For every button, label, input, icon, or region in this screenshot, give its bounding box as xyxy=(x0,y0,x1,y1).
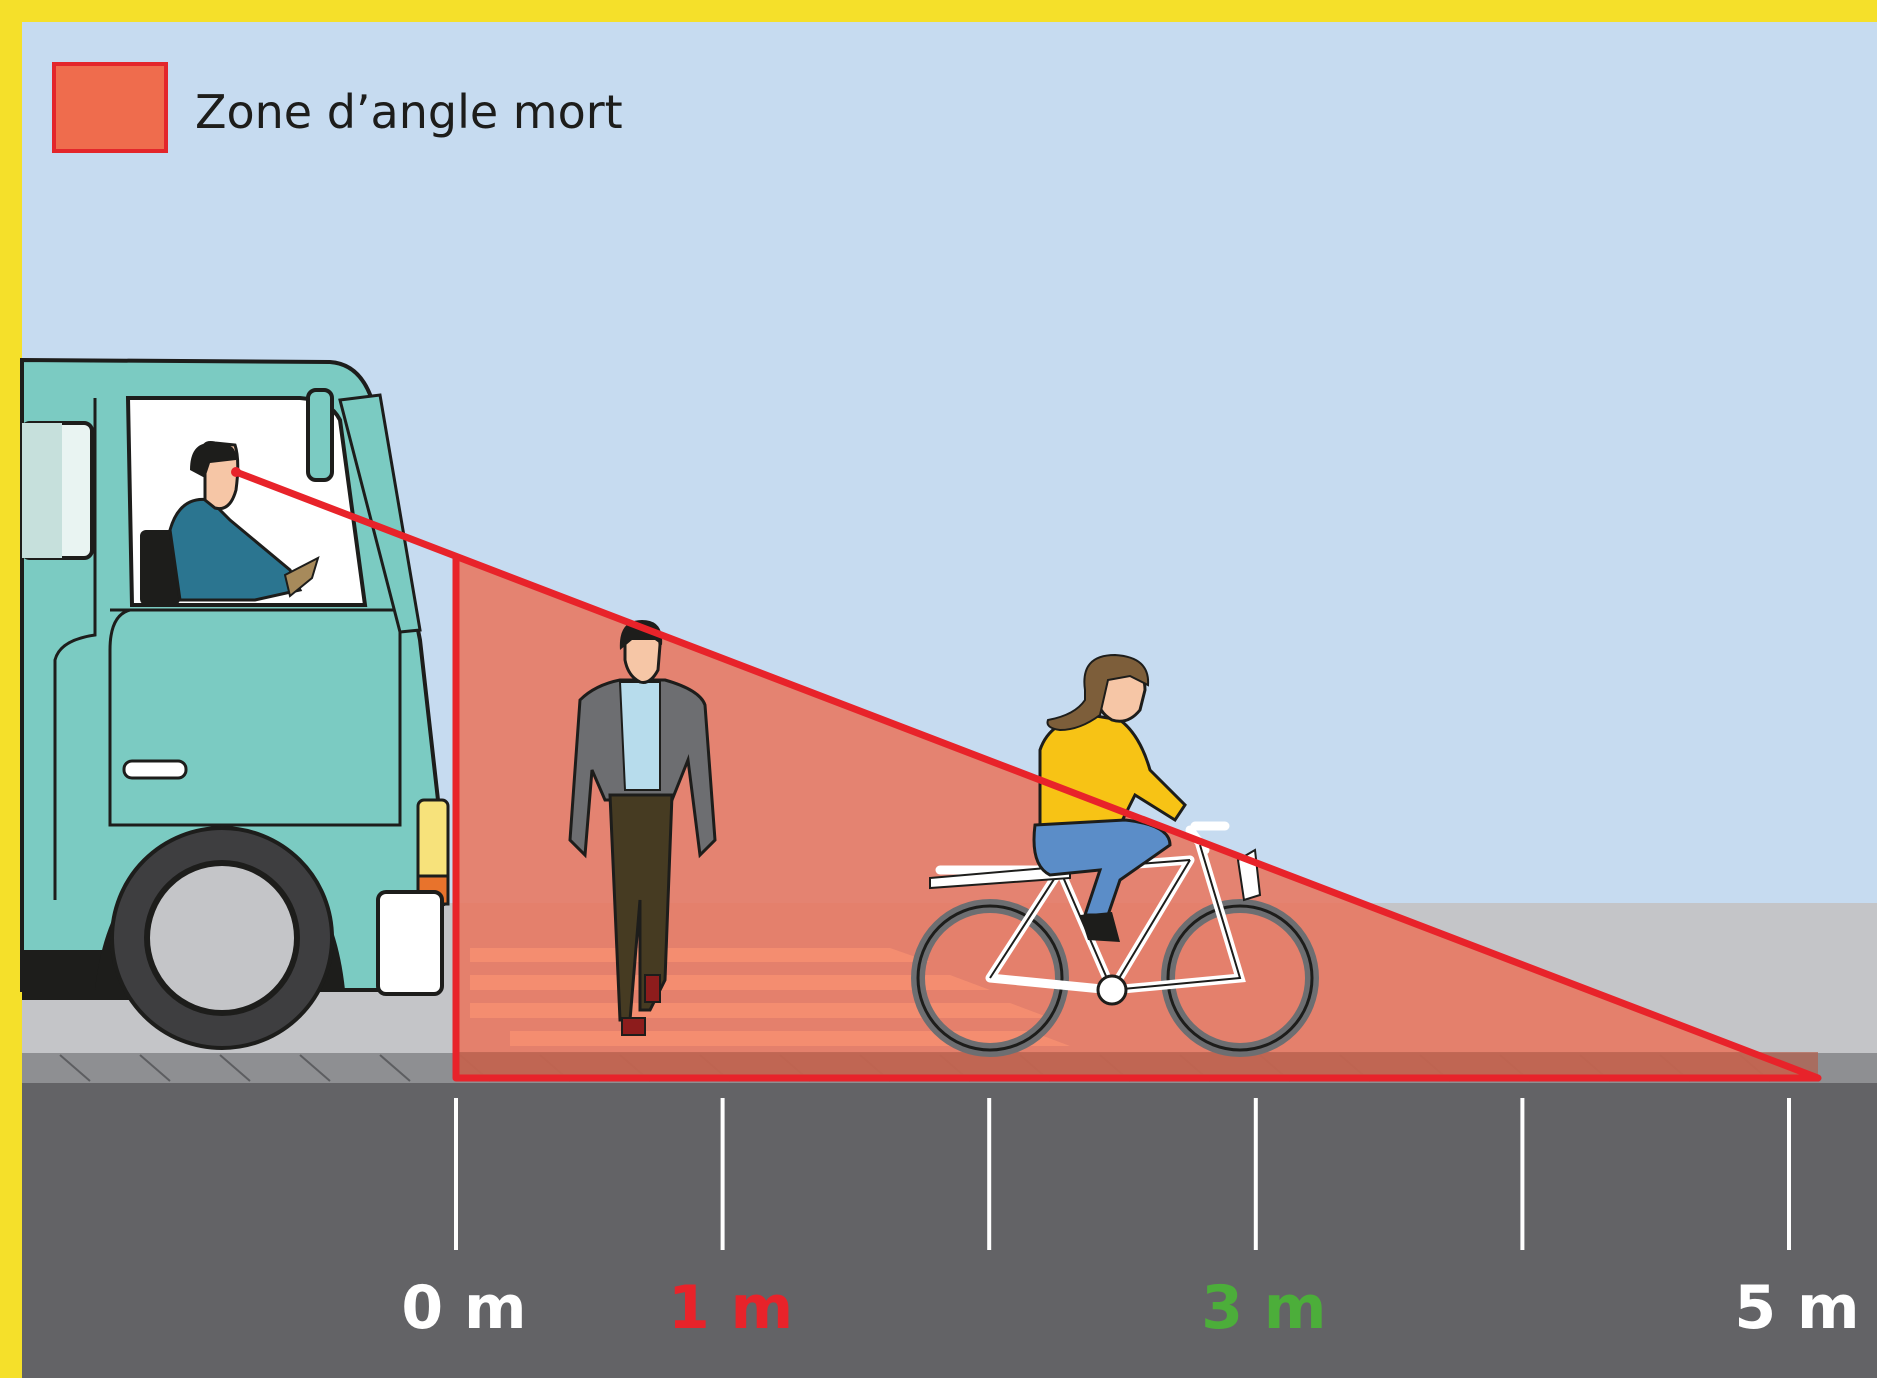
scale-label-3: 3 m xyxy=(1201,1273,1326,1343)
scale-label-5: 5 m xyxy=(1734,1273,1859,1343)
scale-label-1: 1 m xyxy=(668,1273,793,1343)
scale-label-0: 0 m xyxy=(401,1273,526,1343)
blind-spot-zone-curb xyxy=(456,1052,1818,1078)
legend-swatch xyxy=(54,64,166,151)
road xyxy=(22,1083,1877,1378)
driver-eye-marker xyxy=(231,467,241,477)
legend-label: Zone d’angle mort xyxy=(195,85,623,139)
